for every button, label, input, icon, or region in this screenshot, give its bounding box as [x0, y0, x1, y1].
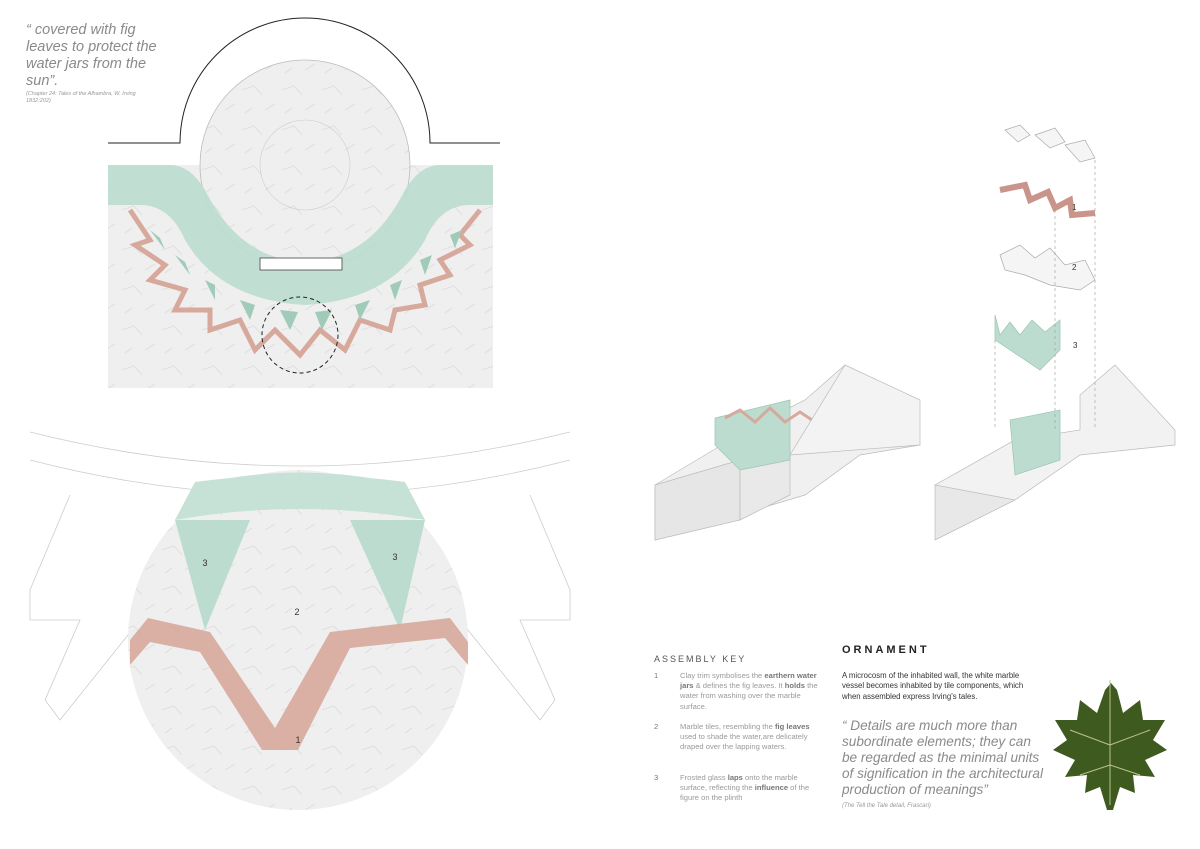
ornament-quote: “ Details are much more than subordinate… [842, 718, 1043, 797]
key-item-2: 2 Marble tiles, resembling the fig leave… [654, 722, 810, 752]
ornament-citation: (The Tell the Tale detail, Frascari) [842, 803, 931, 809]
assembly-key-title: ASSEMBLY KEY [654, 654, 747, 664]
clay-trim-detail [130, 618, 468, 750]
key-item-1: 1 Clay trim symbolises the earthern wate… [654, 671, 818, 711]
spout [259, 257, 343, 271]
ornament-description: A microcosm of the inhabited wall, the w… [842, 671, 1024, 701]
niche-outline [108, 17, 500, 144]
glass-leaf-right [350, 520, 425, 630]
glass-leaf-left [175, 520, 250, 630]
axo-label-2: 2 [1072, 263, 1077, 272]
glass-arc [175, 475, 425, 520]
ornament-title: ORNAMENT [842, 644, 930, 656]
label-2: 2 [294, 607, 299, 617]
key-item-3: 3 Frosted glass laps onto the marble sur… [654, 773, 810, 803]
axo-label-1: 1 [1072, 203, 1077, 212]
axonometric-views: 3 2 1 [654, 124, 1176, 541]
assembled-axonometric [654, 364, 921, 541]
axo-label-3: 3 [1073, 341, 1078, 350]
detail-callout-circle [261, 296, 339, 374]
enlarged-detail: 1 2 3 3 [29, 431, 571, 810]
label-3-right: 3 [392, 552, 397, 562]
glass-band [108, 165, 493, 305]
plan-drawing [108, 17, 500, 388]
clay-trim [127, 208, 482, 359]
top-quote: “ covered with fig leaves to protect the… [26, 22, 157, 89]
fig-leaf-image [1053, 680, 1167, 810]
exploded-axonometric: 3 2 1 [933, 124, 1176, 541]
label-3-left: 3 [202, 558, 207, 568]
top-quote-citation: (Chapter 24: Tales of the Alhambra, W. I… [26, 91, 136, 104]
label-1: 1 [295, 735, 300, 745]
